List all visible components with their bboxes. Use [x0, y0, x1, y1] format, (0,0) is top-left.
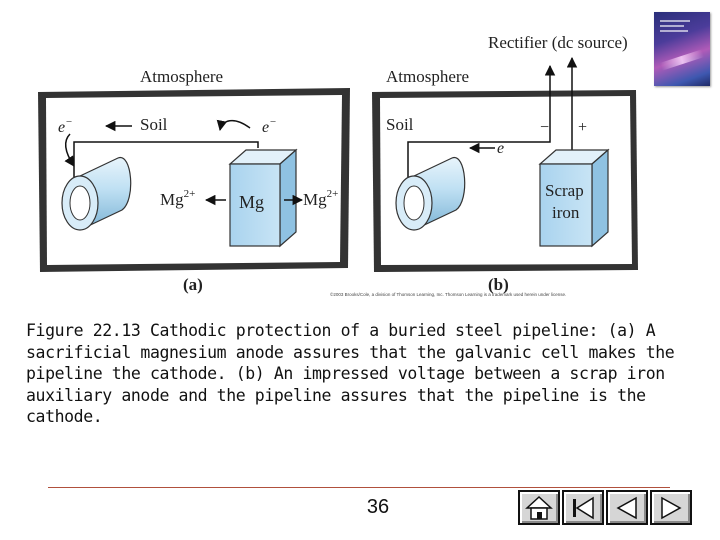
anode-label-b-2: iron	[552, 203, 580, 222]
minus-label: −	[540, 119, 549, 136]
book-cover-thumbnail	[654, 12, 710, 86]
atmosphere-label-b: Atmosphere	[386, 67, 469, 86]
soil-label-b: Soil	[386, 115, 414, 134]
panel-a: Atmosphere Soil e− e− Mg Mg2+ Mg2+ (a)	[38, 67, 350, 294]
atmosphere-label-a: Atmosphere	[140, 67, 223, 86]
electron-label-left: e−	[58, 116, 73, 136]
previous-slide-icon	[616, 496, 637, 519]
wire-b-negative	[407, 64, 556, 190]
rectifier-label: Rectifier (dc source)	[488, 33, 628, 52]
cathodic-protection-figure: Atmosphere Soil e− e− Mg Mg2+ Mg2+ (a)	[38, 33, 638, 294]
electron-label-b: e−	[497, 137, 512, 157]
home-button[interactable]	[518, 490, 560, 525]
pipeline-a	[61, 157, 132, 231]
first-slide-button[interactable]	[562, 490, 604, 525]
electron-label-right: e−	[262, 116, 277, 136]
anode-label-a: Mg	[239, 192, 264, 212]
plus-label: +	[578, 119, 587, 136]
mg-ion-left: Mg2+	[160, 188, 195, 209]
page-number: 36	[366, 496, 390, 518]
figure-copyright: ©2003 Brooks/Cole, a division of Thomson…	[330, 292, 567, 297]
panel-b: Rectifier (dc source) Atmosphere Soil − …	[372, 33, 638, 294]
figure-caption: Figure 22.13 Cathodic protection of a bu…	[26, 321, 675, 426]
anode-label-b-1: Scrap	[545, 181, 584, 200]
panel-a-label: (a)	[183, 275, 203, 294]
next-slide-button[interactable]	[650, 490, 692, 525]
soil-label-a: Soil	[140, 115, 168, 134]
home-icon	[525, 495, 553, 520]
panel-b-label: (b)	[488, 275, 509, 294]
mg-ion-right: Mg2+	[303, 188, 338, 209]
footer-divider	[48, 487, 670, 488]
magnesium-anode	[228, 148, 298, 248]
previous-slide-button[interactable]	[606, 490, 648, 525]
next-slide-icon	[661, 496, 682, 519]
scrap-iron-anode	[538, 148, 610, 248]
first-slide-icon	[573, 496, 594, 519]
pipeline-b	[395, 157, 466, 231]
